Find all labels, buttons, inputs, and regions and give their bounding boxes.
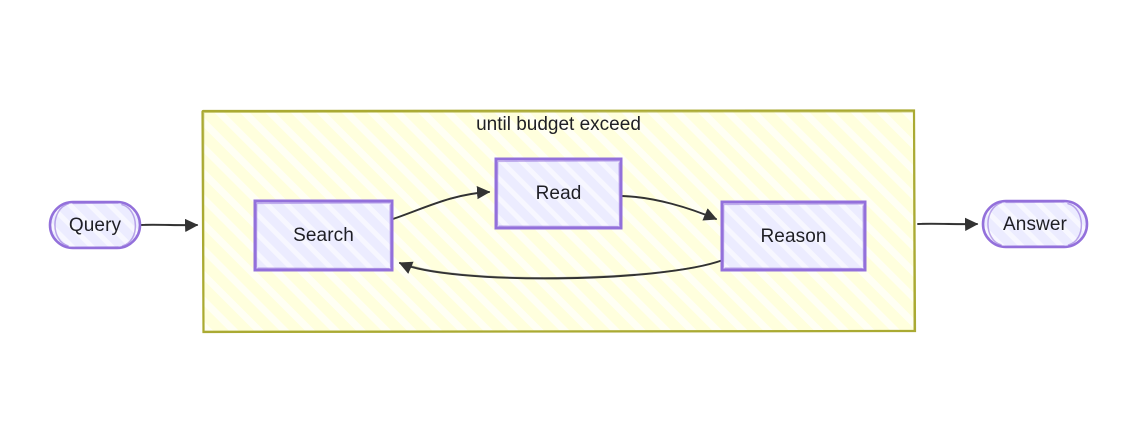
edge-group	[140, 186, 979, 280]
edge-read-to-reason	[621, 195, 718, 221]
node-query[interactable]	[48, 200, 142, 250]
edge-query-to-search	[140, 218, 199, 233]
node-answer[interactable]	[981, 199, 1089, 249]
subgraph-label: until budget exceed	[476, 114, 641, 135]
node-reason[interactable]	[720, 200, 867, 272]
edge-reason-to-search	[398, 259, 724, 280]
node-read[interactable]	[494, 157, 623, 230]
edge-search-to-read	[392, 186, 491, 220]
node-search[interactable]	[253, 199, 394, 272]
edge-reason-to-answer	[917, 217, 979, 232]
